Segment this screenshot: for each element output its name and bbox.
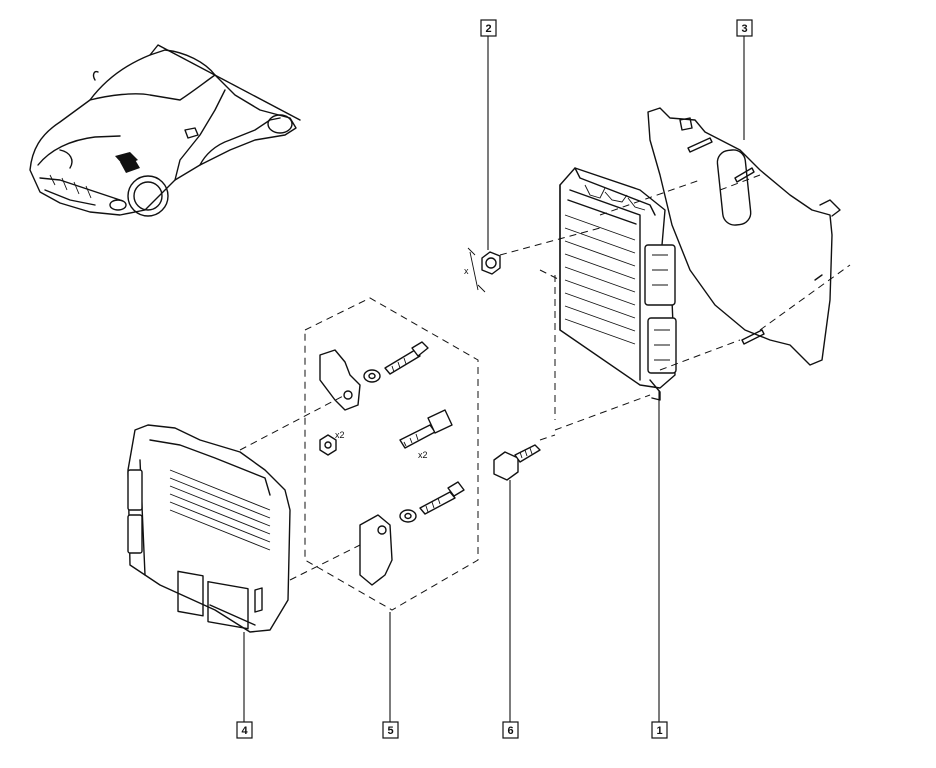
bolt-part-6	[493, 444, 541, 481]
ecu-assembly-part-4	[127, 424, 291, 633]
callout-label-4-text: 4	[241, 725, 248, 737]
fixing-kit-group: x2 x2	[304, 297, 479, 611]
alignment-lines-right	[499, 174, 851, 441]
mounting-bracket	[647, 107, 841, 366]
callout-label-3: 3	[736, 19, 753, 37]
callout-label-1: 1	[651, 721, 668, 739]
callout-label-5: 5	[382, 721, 399, 739]
callout-label-2-text: 2	[485, 23, 491, 35]
callout-label-6-text: 6	[507, 725, 513, 737]
callout-label-1-text: 1	[656, 725, 662, 737]
callout-label-2: 2	[480, 19, 497, 37]
torque-mark-text: x	[464, 266, 469, 276]
callout-label-4: 4	[236, 721, 253, 739]
leader-lines	[243, 36, 745, 722]
car-locator-illustration	[29, 44, 301, 217]
ecu-location-marker	[115, 152, 138, 166]
callout-label-6: 6	[502, 721, 519, 739]
callout-label-5-text: 5	[387, 725, 393, 737]
nut-qty-text: x2	[335, 430, 345, 440]
callout-label-3-text: 3	[741, 23, 747, 35]
engine-ecu-unit	[559, 167, 677, 401]
nut-part-2: x	[464, 247, 501, 293]
alignment-lines-left	[239, 394, 361, 581]
stud-qty-text: x2	[418, 450, 428, 460]
